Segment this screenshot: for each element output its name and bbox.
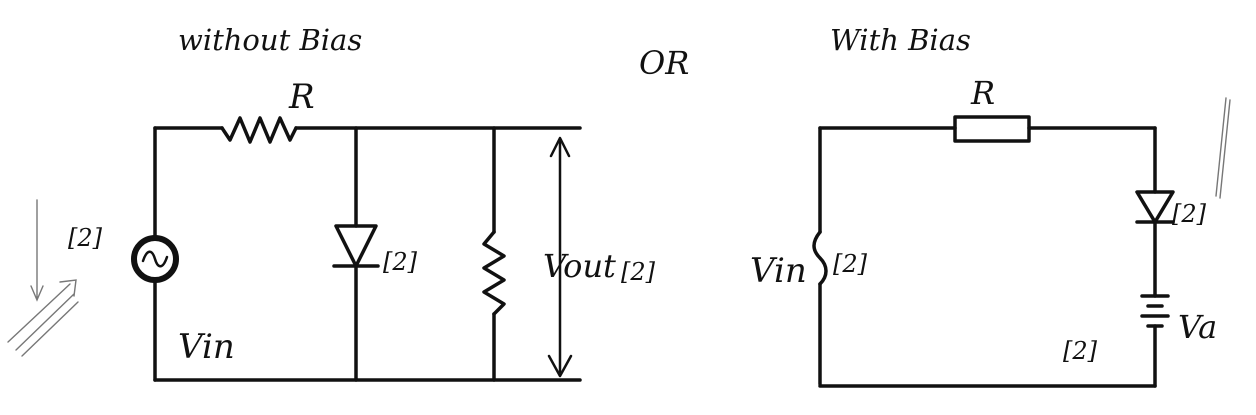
marker-stroke-diagonal <box>7 279 79 357</box>
vout-arrow-head-bottom <box>547 354 573 378</box>
ac-source-right <box>812 230 828 286</box>
marker-stroke-right <box>1215 97 1231 199</box>
diode-right <box>1135 190 1175 224</box>
circuit-without-bias: without Bias R Vin [2] [2] Vout <box>7 23 656 382</box>
vin-label-right: Vin <box>750 251 807 291</box>
vin-label-left: Vin <box>178 327 235 367</box>
marks-vout: [2] <box>621 258 656 286</box>
marks-source-left: [2] <box>68 224 103 252</box>
load-resistor <box>482 230 506 316</box>
resistor-label-left: R <box>288 77 315 117</box>
marks-diode-left: [2] <box>383 248 418 276</box>
marker-stroke-vertical <box>30 199 44 302</box>
marks-source-right: [2] <box>833 250 868 278</box>
or-separator: OR <box>639 44 689 82</box>
marks-battery: [2] <box>1063 337 1098 365</box>
title-without-bias: without Bias <box>178 23 362 57</box>
resistor-zigzag-left <box>220 116 298 144</box>
battery-label: Va <box>1178 308 1217 346</box>
title-with-bias: With Bias <box>830 23 971 57</box>
diode-left <box>334 224 378 268</box>
battery-right <box>1140 294 1170 328</box>
ac-source-left <box>131 235 179 283</box>
resistor-label-right: R <box>970 74 995 112</box>
vout-arrow-head-top <box>549 136 571 158</box>
marks-diode-right: [2] <box>1172 200 1207 228</box>
resistor-box-right <box>953 115 1031 143</box>
vout-label: Vout <box>543 247 616 285</box>
circuit-with-bias: With Bias R Vin [2] [2] Va [2] <box>750 23 1231 388</box>
